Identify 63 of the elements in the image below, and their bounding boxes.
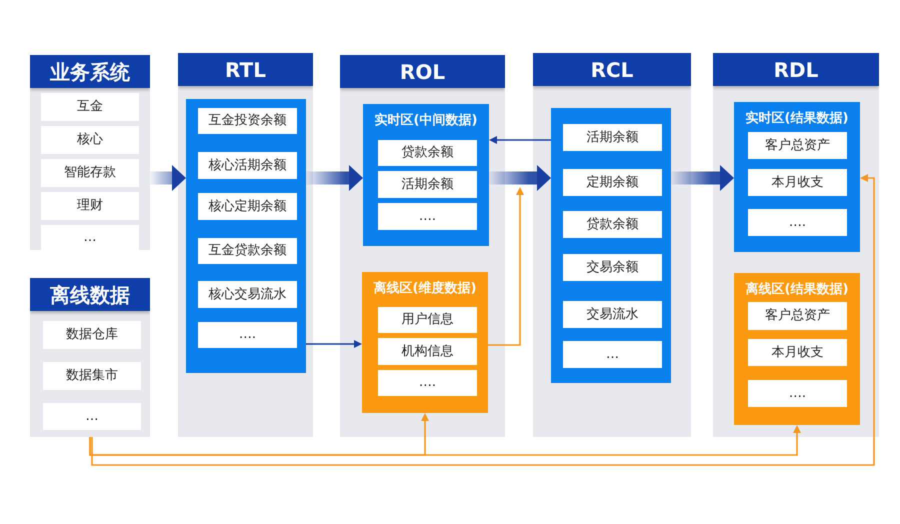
- data-item: 互金: [41, 93, 139, 121]
- flow-arrow: [671, 165, 734, 191]
- data-item: 核心: [41, 126, 139, 154]
- column-header: 业务系统: [30, 55, 150, 88]
- zone-title: 实时区(中间数据): [374, 112, 478, 130]
- offline-zone-box: [362, 272, 488, 413]
- data-item: 贷款余额: [563, 211, 662, 238]
- data-item: ….: [748, 380, 847, 407]
- column-panel: [30, 55, 150, 250]
- offline-zone-box: [734, 273, 860, 425]
- data-item: 交易流水: [563, 301, 662, 328]
- data-item: …: [563, 341, 662, 368]
- zone-box: [186, 99, 306, 373]
- zone-box: [363, 104, 489, 246]
- zone-title: 离线区(结果数据): [744, 281, 850, 299]
- data-item: 互金贷款余额: [198, 238, 297, 264]
- connector-arrow: [91, 174, 875, 466]
- data-item: 定期余额: [563, 169, 662, 196]
- column-panel: [30, 278, 150, 437]
- data-item: 活期余额: [563, 124, 662, 151]
- flow-arrow: [489, 165, 551, 191]
- data-item: 活期余额: [378, 171, 477, 198]
- connector-arrow: [89, 425, 801, 456]
- data-item: …: [43, 403, 141, 430]
- column-header: 离线数据: [30, 278, 150, 311]
- column-panel: [713, 53, 879, 437]
- zone-title: 离线区(维度数据): [372, 280, 478, 298]
- column-header: ROL: [340, 55, 505, 88]
- flow-arrow: [306, 165, 363, 191]
- data-item: …: [41, 225, 139, 250]
- zone-title: 实时区(结果数据): [744, 110, 850, 128]
- data-item: ….: [198, 322, 297, 348]
- data-item: 数据集市: [43, 362, 141, 390]
- data-item: 交易余额: [563, 254, 662, 281]
- connector-arrow: [306, 340, 362, 348]
- data-item: 机构信息: [378, 338, 477, 365]
- data-item: ….: [748, 209, 847, 236]
- data-item: 互金投资余额: [198, 108, 297, 134]
- data-item: 本月收支: [748, 339, 847, 366]
- zone-box: [734, 102, 860, 252]
- data-item: 核心定期余额: [198, 193, 297, 220]
- data-item: 客户总资产: [748, 302, 847, 330]
- data-item: ….: [378, 203, 477, 230]
- data-item: ….: [378, 370, 477, 396]
- data-item: 客户总资产: [748, 132, 847, 159]
- data-item: 理财: [41, 192, 139, 220]
- column-panel: [533, 53, 691, 437]
- connector-arrow: [489, 136, 551, 144]
- connector-arrow: [488, 187, 524, 346]
- column-panel: [178, 53, 313, 437]
- data-item: 本月收支: [748, 169, 847, 196]
- zone-box: [551, 108, 671, 383]
- column-header: RDL: [713, 53, 879, 86]
- column-header: RCL: [533, 53, 691, 86]
- data-item: 智能存款: [41, 159, 139, 187]
- data-item: 核心交易流水: [198, 281, 297, 308]
- column-panel: [340, 55, 505, 437]
- data-item: 用户信息: [378, 307, 477, 333]
- data-item: 贷款余额: [378, 140, 477, 166]
- data-item: 核心活期余额: [198, 152, 297, 179]
- data-item: 数据仓库: [43, 321, 141, 349]
- column-header: RTL: [178, 53, 313, 86]
- flow-arrow: [150, 165, 186, 191]
